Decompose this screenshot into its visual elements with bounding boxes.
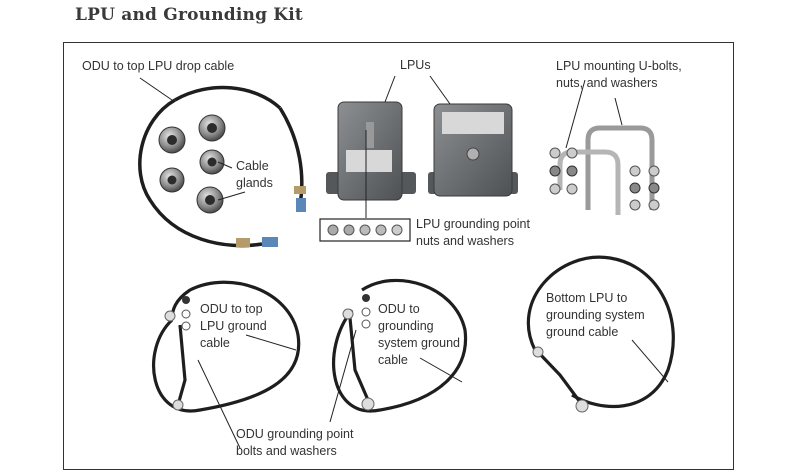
label-cable-glands: Cable glands	[236, 159, 273, 190]
label-bottom-lpu-grounding: Bottom LPU to grounding system ground ca…	[546, 291, 645, 339]
lpu-grounding-washers	[319, 218, 411, 242]
drop-cable	[138, 85, 306, 248]
label-ubolts: LPU mounting U-bolts, nuts, and washers	[556, 59, 682, 90]
ground-cable-2	[332, 278, 468, 413]
ground-cable-3	[526, 255, 675, 413]
label-odu-top-lpu-ground: ODU to top LPU ground cable	[200, 302, 267, 350]
label-lpu-grounding-point: LPU grounding point nuts and washers	[416, 217, 530, 248]
lpu-left	[326, 101, 416, 201]
label-odu-drop-cable: ODU to top LPU drop cable	[82, 59, 235, 73]
label-lpus: LPUs	[400, 58, 431, 72]
diagram-frame	[63, 42, 734, 470]
ground-cable-1	[152, 280, 301, 413]
lpu-right	[428, 103, 518, 197]
ubolts	[549, 125, 660, 215]
leader-lines	[139, 75, 669, 449]
cable-glands	[158, 114, 226, 214]
page-title: LPU and Grounding Kit	[75, 5, 303, 25]
label-odu-grounding-point: ODU grounding point bolts and washers	[236, 427, 354, 458]
label-odu-grounding-system: ODU to grounding system ground cable	[378, 302, 460, 367]
